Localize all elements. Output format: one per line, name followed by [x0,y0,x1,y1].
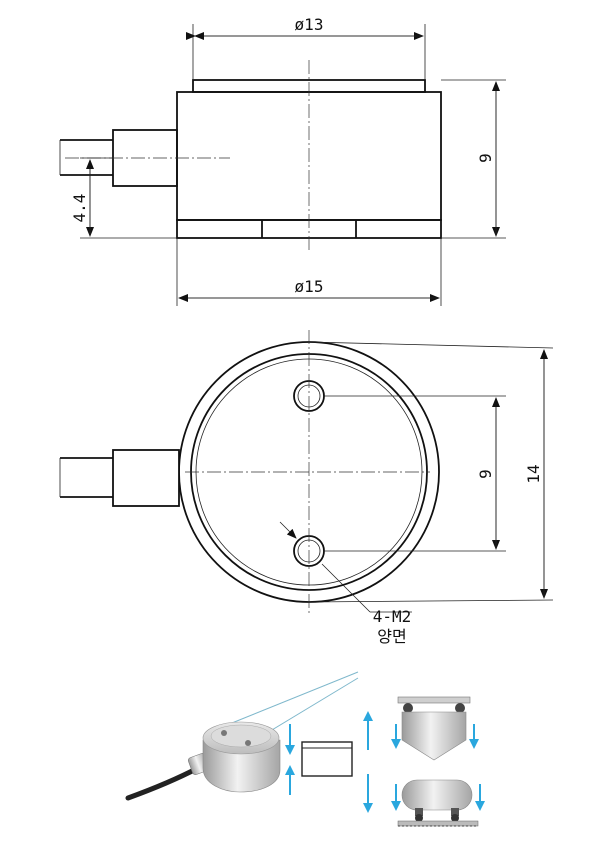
hole-spacing-label: 9 [476,469,495,479]
outer-diameter-label: 14 [524,464,543,483]
cylinder-sample-icon [301,741,353,777]
top-diameter-label: ø13 [295,15,324,34]
top-cable-connector [112,449,180,507]
hole-callout: 4-M2 [373,607,412,626]
hopper-mount-icon [397,696,471,761]
tank-mount-icon [397,779,479,827]
height-label: 9 [476,153,495,163]
side-view: ø13 ø15 9 4.4 [59,15,506,306]
load-cell-photo-icon [125,721,281,801]
top-view: 9 14 4-M2 양면 [59,330,554,646]
bottom-diameter-label: ø15 [295,277,324,296]
cable-offset-label: 4.4 [70,194,89,223]
application-strip [125,671,485,827]
hole-note: 양면 [377,627,406,646]
